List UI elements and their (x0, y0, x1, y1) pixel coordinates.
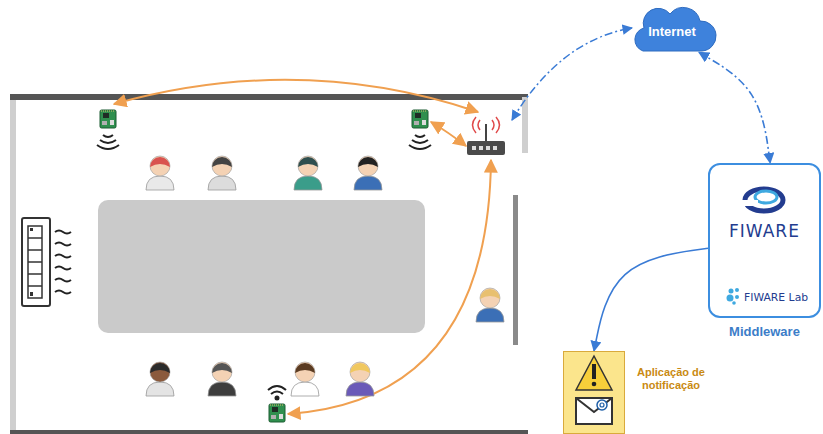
logo-text: FIWARE (729, 221, 800, 241)
cloud-label: Internet (648, 24, 696, 40)
room-door (513, 195, 518, 345)
box-heading: Middleware (729, 324, 800, 340)
notification-icon (563, 351, 625, 434)
person-icon (291, 362, 319, 396)
wireless-link (114, 80, 478, 112)
cloud-node: Internet (627, 3, 717, 55)
meeting-table (98, 200, 425, 333)
room-wall (522, 97, 528, 153)
internet-link (512, 28, 632, 120)
sensor-board (269, 404, 285, 422)
person-icon (208, 362, 236, 396)
wifi-symbol (268, 386, 286, 400)
person-icon (294, 156, 322, 190)
sensor-board (412, 110, 428, 128)
wireless-link (288, 160, 491, 414)
app-label: Aplicação de notificação (636, 366, 706, 392)
middleware-box: FIWAREFIWARE LabMiddleware (708, 163, 821, 318)
room-wall (10, 430, 528, 434)
person-icon (476, 288, 504, 322)
logo-text: FIWARE Lab (744, 292, 808, 305)
notification-link (594, 248, 708, 351)
wireless-link (431, 122, 466, 146)
fiware-logo (742, 189, 783, 211)
internet-middleware-link (699, 52, 770, 163)
fiware-lab-icon (727, 288, 740, 305)
signal-symbol (409, 135, 431, 149)
notification-box: Aplicação de notificação (563, 351, 625, 434)
person-icon (208, 156, 236, 190)
air-conditioner (22, 218, 71, 306)
person-icon (146, 156, 174, 190)
person-icon (146, 362, 174, 396)
sensor-board (100, 110, 116, 128)
room-wall (10, 94, 528, 100)
signal-symbol (97, 135, 119, 149)
person-icon (346, 362, 374, 396)
person-icon (354, 156, 382, 190)
people-group (146, 156, 504, 396)
room-wall (10, 97, 16, 434)
router (467, 117, 505, 155)
